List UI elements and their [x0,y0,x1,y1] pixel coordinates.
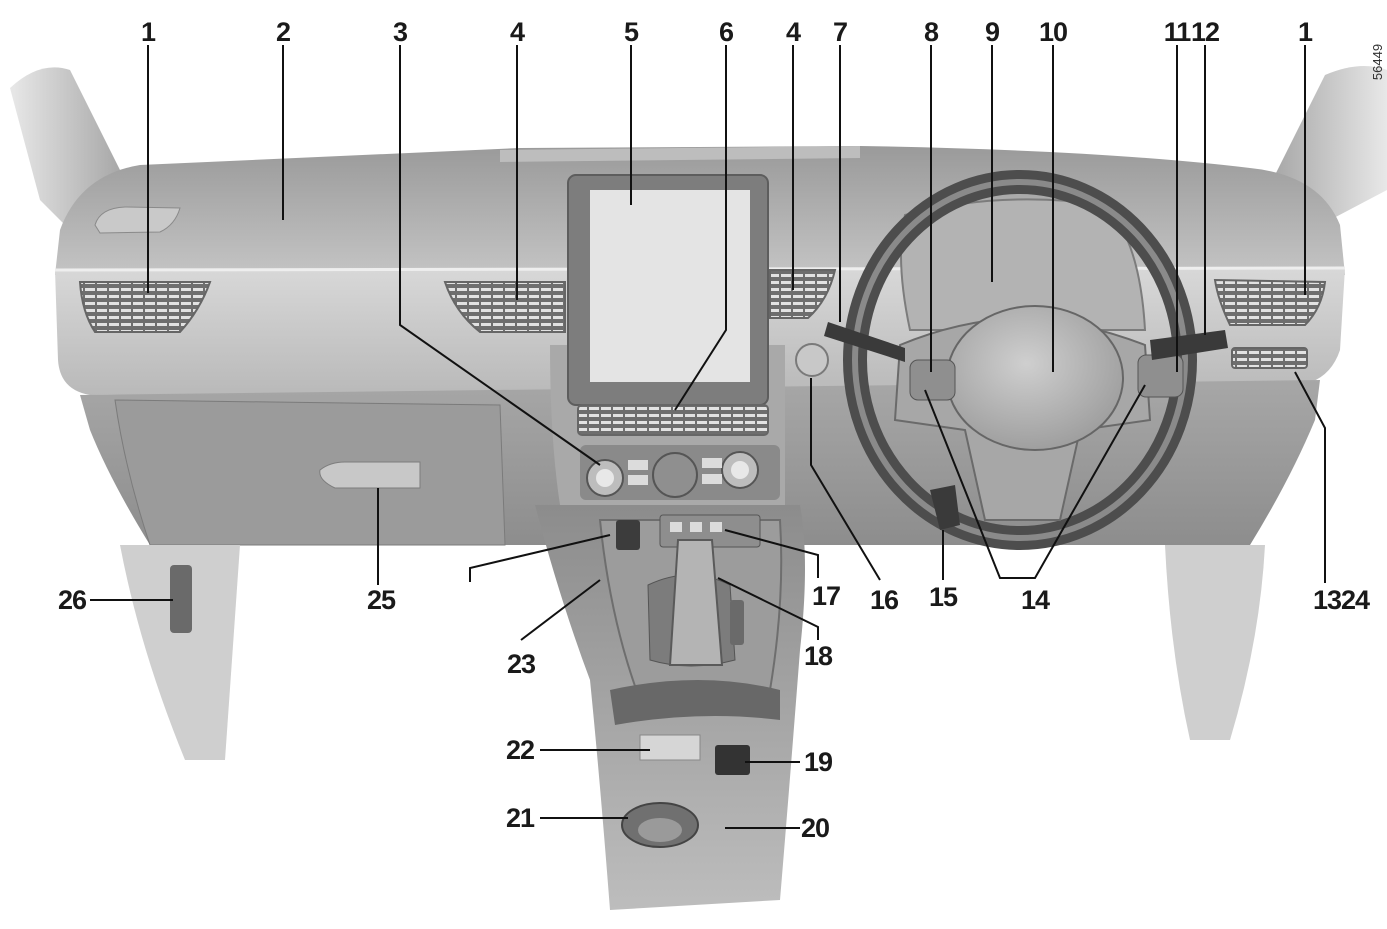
callout-13: 13 [1313,585,1342,615]
callout-9: 9 [985,17,1000,47]
callout-4-left: 4 [510,17,525,47]
center-console [535,505,805,910]
callout-17: 17 [812,581,840,611]
callout-10: 10 [1039,17,1067,47]
leader-lines [90,45,1326,829]
callout-16: 16 [870,585,899,615]
right-side-vent [1213,278,1327,369]
callout-26: 26 [58,585,87,615]
callouts: 1 2 3 4 5 6 4 7 8 9 10 11 12 1 13 24 14 … [58,17,1371,843]
callout-11: 11 [1164,17,1192,47]
callout-1-right: 1 [1298,17,1313,47]
callout-19: 19 [804,747,833,777]
callout-3: 3 [393,17,408,47]
steering-wheel [824,170,1228,550]
callout-18: 18 [804,641,833,671]
callout-12: 12 [1191,17,1219,47]
right-footwell [1165,545,1265,740]
callout-5: 5 [624,17,639,47]
callout-23: 23 [507,649,536,679]
callout-4-right: 4 [786,17,801,47]
left-footwell [120,545,240,760]
center-left-vent [443,281,566,333]
callout-15: 15 [929,582,958,612]
climate-controls [580,445,780,500]
callout-20: 20 [801,813,829,843]
callout-24: 24 [1341,585,1370,615]
figure-reference: 56449 [1370,44,1385,80]
callout-1-left: 1 [141,17,156,47]
callout-6: 6 [719,17,734,47]
callout-8: 8 [924,17,939,47]
callout-7: 7 [833,17,847,47]
callout-14: 14 [1021,585,1050,615]
start-button [795,343,829,377]
callout-21: 21 [506,803,535,833]
callout-22: 22 [506,735,534,765]
center-right-vent [769,269,837,319]
callout-25: 25 [367,585,396,615]
right-a-pillar [1275,66,1387,220]
callout-2: 2 [276,17,290,47]
left-side-vent [78,281,212,333]
